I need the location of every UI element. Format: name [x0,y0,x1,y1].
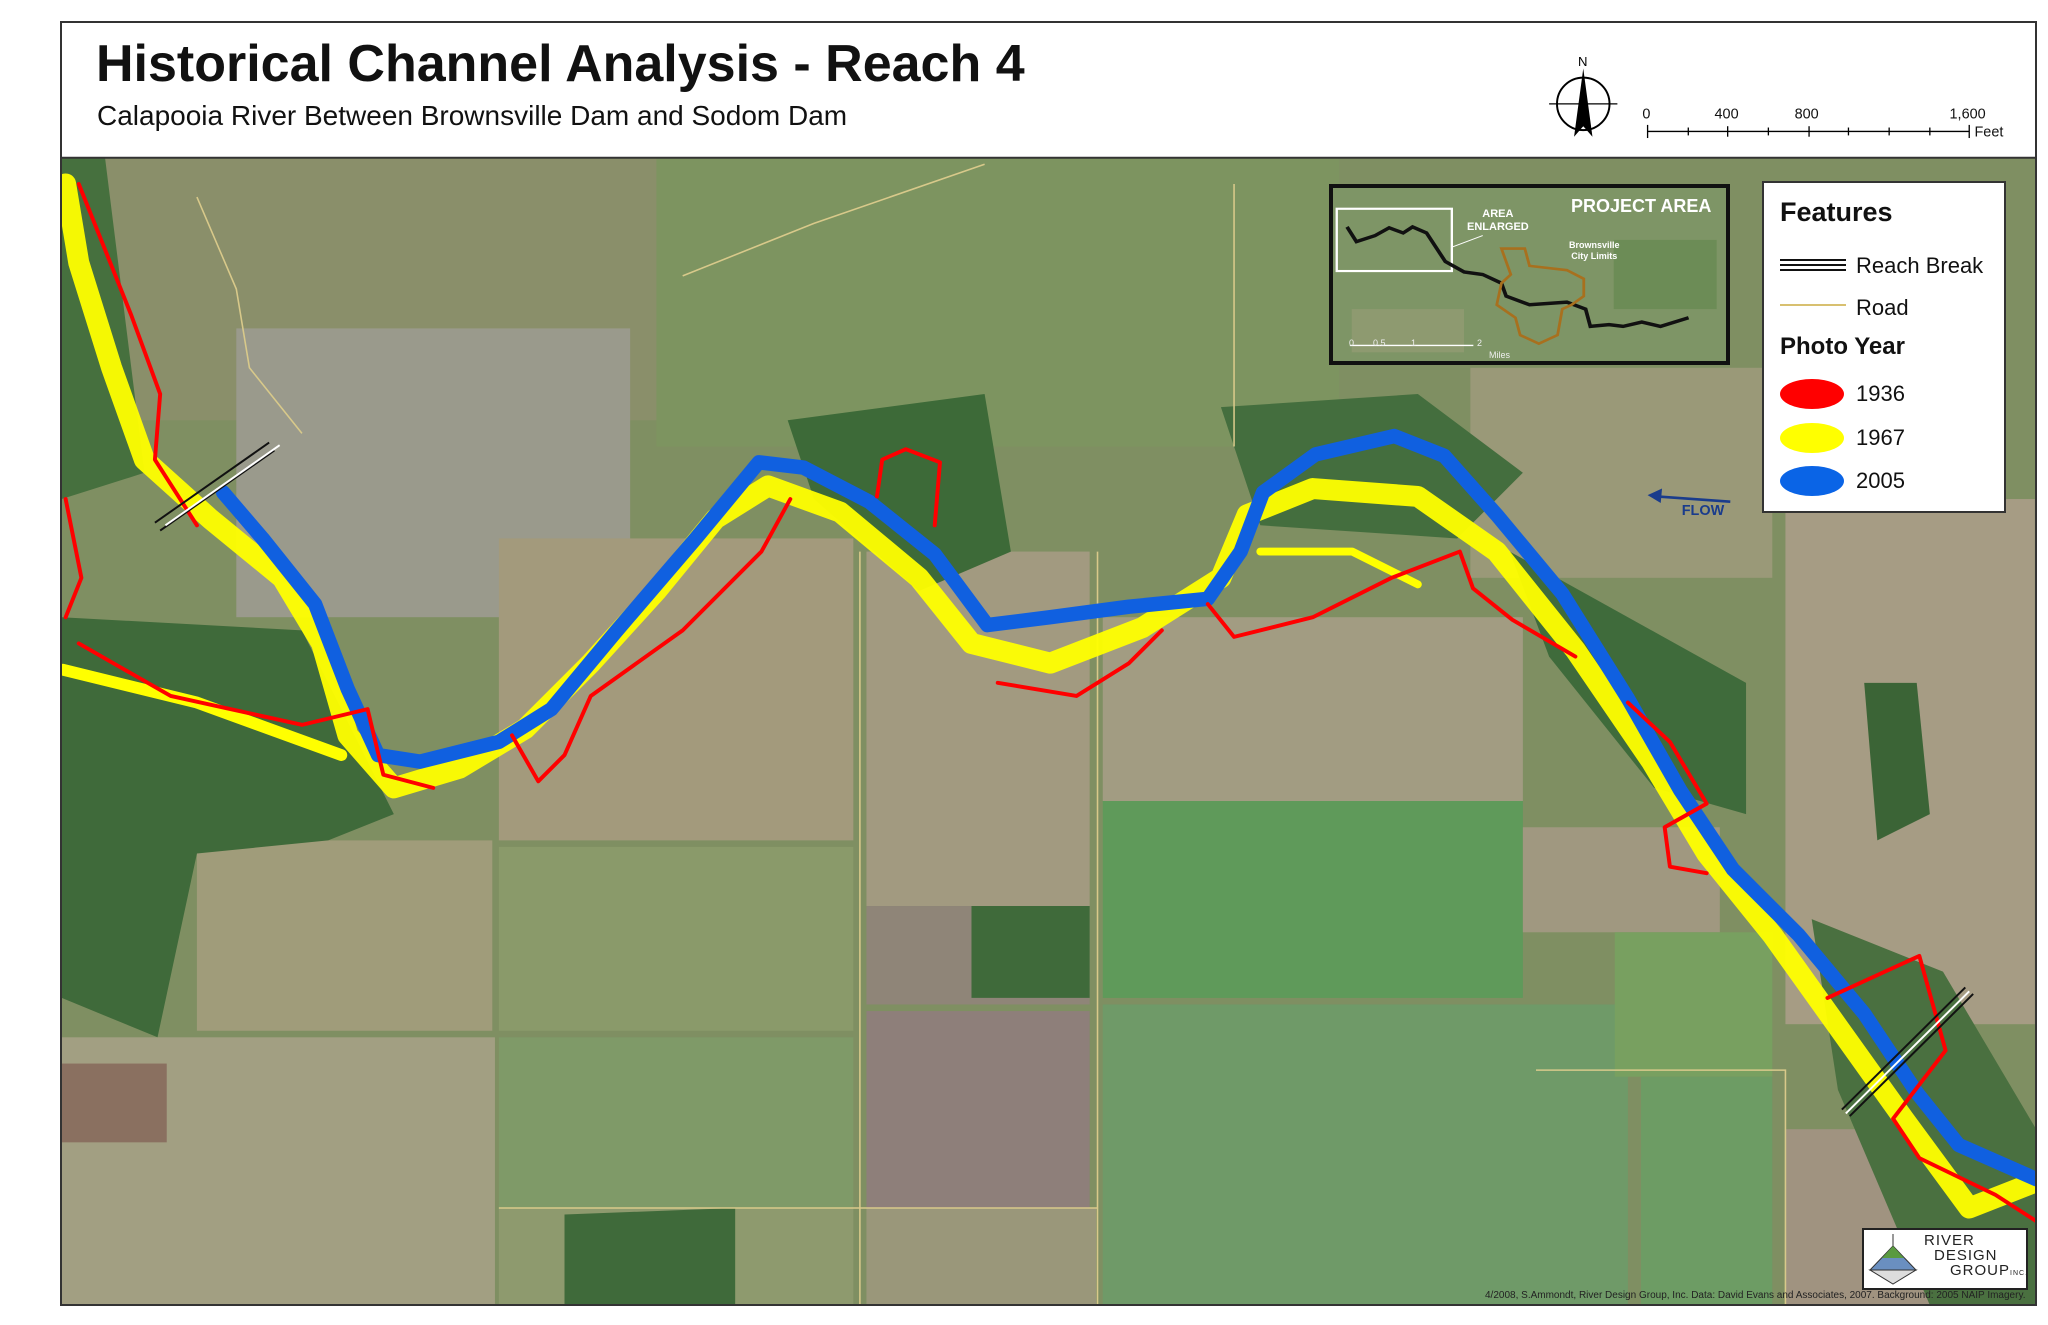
swatch-2005 [1780,466,1844,496]
inset-scale-label: 0.5 [1373,338,1386,348]
city-limits-outline [1495,247,1586,346]
reach-break-symbol-icon [1780,259,1846,271]
channel-1967 [61,173,2037,1219]
legend-year-1967: 1967 [1856,425,1905,450]
channel-2005 [215,428,2037,1187]
scale-label: 800 [1795,106,1819,122]
page-title: Historical Channel Analysis - Reach 4 [96,35,1025,93]
inset-title: PROJECT AREA [1571,196,1712,216]
north-label: N [1578,54,1587,69]
area-enlarged-box [1335,207,1454,273]
legend-year-1936: 1936 [1856,381,1905,406]
scale-units: Feet [1974,125,2003,141]
map-credits: 4/2008, S.Ammondt, River Design Group, I… [1485,1290,2026,1301]
reach-break-downstream [1841,986,1974,1117]
legend-reach-break: Reach Break [1856,253,1984,278]
reach-break-upstream [154,441,281,532]
scale-label: 0 [1642,106,1650,122]
swatch-1936 [1780,379,1844,409]
map-frame [60,21,2037,1306]
inset-scale-units: Miles [1489,350,1511,360]
legend-year-2005: 2005 [1856,468,1905,493]
scale-label: 400 [1715,106,1739,122]
inset-scale-label: 2 [1477,338,1483,348]
scale-bar [1646,124,1970,139]
inset-scale-label: 1 [1411,338,1417,348]
area-label-line: AREA [1482,208,1514,220]
legend-road: Road [1856,295,1909,320]
logo-emblem-icon [1868,1234,1918,1285]
roads [196,163,1787,1306]
swatch-1967 [1780,423,1844,453]
logo-line: DESIGN [1934,1247,1998,1264]
north-arrow-icon [1549,68,1618,137]
channel-1967-side [1256,547,1422,589]
project-area-inset: PROJECT AREA AREA ENLARGED Brownsville C… [1329,184,1730,365]
area-label-line: ENLARGED [1467,221,1529,233]
legend-features-title: Features [1780,197,1893,227]
logo-suffix: INC. [2010,1270,2029,1277]
city-label-line: Brownsville [1569,240,1620,250]
flow-arrow-icon [1647,488,1731,503]
road-symbol-icon [1780,304,1846,306]
channel-1936 [63,182,2037,1224]
river-design-group-logo: RIVER DESIGN GROUPINC. [1862,1228,2028,1290]
legend-photo-year-title: Photo Year [1780,333,1905,360]
header-panel [61,22,2037,158]
flow-label: FLOW [1682,503,1725,519]
scale-label: 1,600 [1950,106,1986,122]
inset-scale-label: 0 [1349,338,1355,348]
area-enlarged-label: AREA ENLARGED [1467,208,1529,234]
logo-line: GROUPINC. [1924,1263,2028,1281]
logo-line: GROUP [1950,1262,2011,1279]
logo-line: RIVER [1924,1232,1975,1249]
city-limits-label: Brownsville City Limits [1569,240,1620,262]
city-label-line: City Limits [1571,251,1618,261]
legend: Features Reach Break Road Photo Year 193… [1762,181,2006,513]
page-subtitle: Calapooia River Between Brownsville Dam … [97,100,848,131]
